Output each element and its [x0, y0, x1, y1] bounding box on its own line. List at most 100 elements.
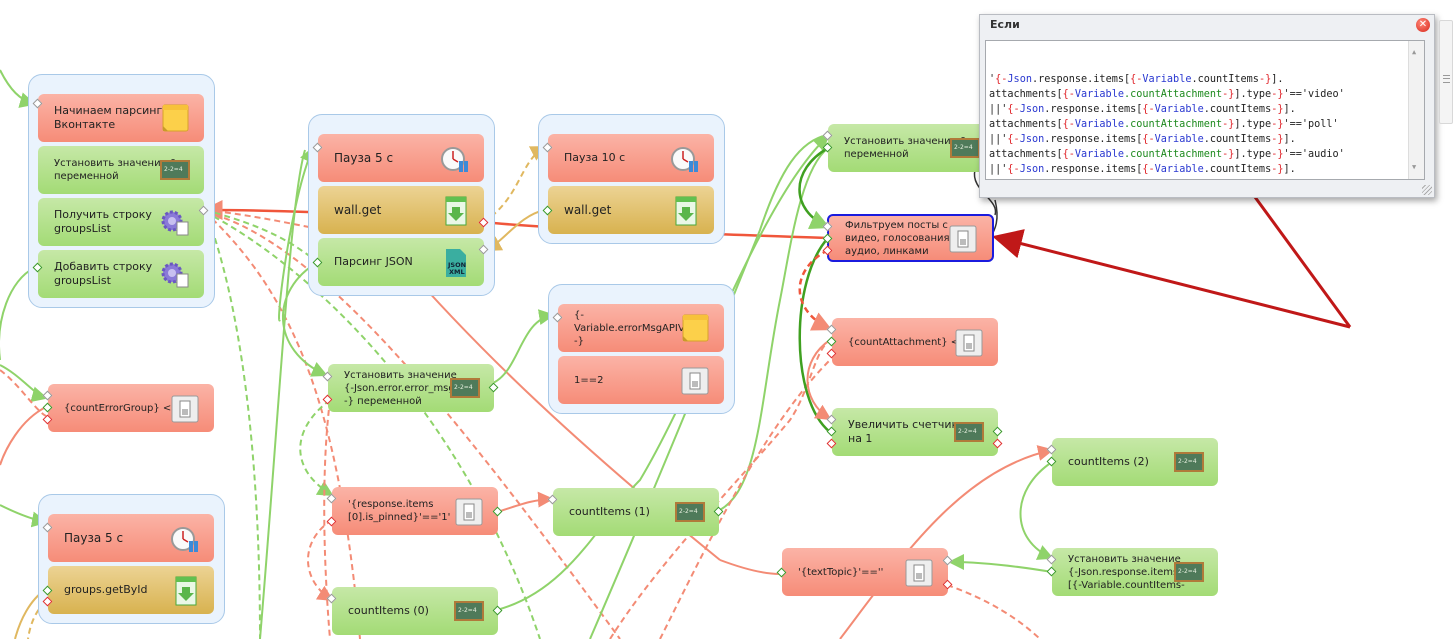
condition-editor[interactable]: '{-Json.response.items[{-Variable.countI… — [985, 40, 1425, 180]
code-token: '=='poll' — [1283, 119, 1339, 130]
code-token: {- — [1007, 104, 1020, 115]
node-text-topic[interactable]: '{textTopic}'=='' — [782, 548, 948, 596]
code-token: Variable — [1154, 134, 1204, 145]
resize-grip-icon[interactable] — [1422, 185, 1432, 195]
node-label: Пауза 5 с — [64, 531, 124, 545]
node-increment-counter[interactable]: Увеличить счетчик на 1 2-2=4 — [832, 408, 998, 456]
close-icon[interactable]: ✕ — [1416, 18, 1430, 32]
node-wall-get[interactable]: wall.get — [318, 186, 484, 234]
node-label: 1==2 — [574, 374, 604, 386]
panel-scrollbar[interactable] — [1439, 20, 1453, 124]
edge — [485, 209, 546, 251]
edge — [798, 248, 833, 331]
edge — [1019, 461, 1054, 560]
gear-document-icon — [160, 260, 190, 288]
code-token: -} — [1222, 179, 1234, 180]
edge — [492, 309, 555, 384]
node-set-zero[interactable]: Установить значение 0 переменной 2-2=4 — [38, 146, 204, 194]
edge — [290, 150, 310, 639]
node-set-zero-var[interactable]: Установить значение 0 переменной 2-2=4 — [828, 124, 994, 172]
code-token: Json — [1019, 104, 1045, 115]
node-count-attachment[interactable]: {countAttachment} <20 — [832, 318, 998, 366]
sticky-note-icon — [680, 314, 710, 342]
code-token: ||' — [989, 164, 1008, 175]
node-label: countItems (1) — [569, 505, 650, 518]
node-count-items-1[interactable]: countItems (1) 2-2=4 — [553, 488, 719, 536]
switch-icon — [954, 328, 984, 357]
code-token: .response.items[ — [1044, 164, 1143, 175]
switch-icon — [454, 497, 484, 526]
node-pause-5s[interactable]: Пауза 5 с — [318, 134, 484, 182]
code-token: -} — [1271, 149, 1284, 160]
scroll-up-icon[interactable]: ▲ — [1412, 48, 1417, 56]
code-token: Variable — [1074, 149, 1124, 160]
node-add-groupslist[interactable]: Добавить строку groupsList — [38, 250, 204, 298]
code-token: {- — [1062, 89, 1075, 100]
if-condition-dialog[interactable]: Если ✕ '{-Json.response.items[{-Variable… — [979, 14, 1435, 198]
editor-scrollbar[interactable]: ▲ ▼ — [1408, 41, 1424, 179]
edge — [496, 491, 554, 513]
code-token: '=='audio' — [1283, 149, 1345, 160]
node-label: wall.get — [334, 203, 382, 217]
code-token: ].type — [1234, 149, 1272, 160]
code-token: ]. — [1271, 74, 1284, 85]
node-set-json-items[interactable]: Установить значение {-Json.response.item… — [1052, 548, 1218, 596]
code-token: attachments[ — [989, 89, 1063, 100]
node-set-error-msg[interactable]: Установить значение {-Json.error.error_m… — [328, 364, 494, 412]
node-pause-5s-b[interactable]: Пауза 5 с — [48, 514, 214, 562]
code-token: Json — [1019, 164, 1045, 175]
node-label: groups.getById — [64, 583, 148, 596]
svg-text:2-2=4: 2-2=4 — [954, 144, 973, 151]
node-filter-posts[interactable]: Фильтруем посты с видео, голосованиями, … — [827, 214, 994, 262]
code-line: attachments[{-Variable.countAttachment-}… — [989, 177, 1424, 180]
node-label: countItems (2) — [1068, 455, 1149, 468]
scroll-down-icon[interactable]: ▼ — [1412, 163, 1417, 171]
edge — [798, 146, 831, 229]
code-token: {- — [1062, 119, 1075, 130]
node-label: '{textTopic}'=='' — [798, 566, 884, 578]
code-token: .countAttachment — [1123, 149, 1223, 160]
node-label: Парсинг JSON — [334, 255, 413, 268]
node-get-groupslist[interactable]: Получить строку groupsList — [38, 198, 204, 246]
node-label: Пауза 10 с — [564, 151, 626, 164]
code-token: '=='video' — [1283, 89, 1345, 100]
svg-text:XML: XML — [449, 268, 465, 276]
node-groups-getbyid[interactable]: groups.getById — [48, 566, 214, 614]
node-error-msg-note[interactable]: {- Variable.errorMsgAPIVK -} — [558, 304, 724, 352]
node-condition-1-eq-2[interactable]: 1==2 — [558, 356, 724, 404]
node-count-error-group[interactable]: {countErrorGroup} <6 — [48, 384, 214, 432]
code-token: Variable — [1074, 89, 1124, 100]
node-pause-10s[interactable]: Пауза 10 с — [548, 134, 714, 182]
chalkboard-icon: 2-2=4 — [954, 418, 984, 446]
code-token: .countItems — [1203, 104, 1272, 115]
stopwatch-pause-icon — [440, 144, 470, 172]
code-token: {- — [1007, 134, 1020, 145]
node-count-items-0[interactable]: countItems (0) 2-2=4 — [332, 587, 498, 635]
node-is-pinned[interactable]: '{response.items [0].is_pinned}'=='1' — [332, 487, 498, 535]
code-token: -} — [1222, 89, 1235, 100]
code-token: Variable — [1075, 179, 1124, 180]
node-start-parsing[interactable]: Начинаем парсинг Вконтакте — [38, 94, 204, 142]
stopwatch-pause-icon — [170, 524, 200, 552]
code-line: attachments[{-Variable.countAttachment-}… — [989, 147, 1424, 162]
chalkboard-icon: 2-2=4 — [1174, 448, 1204, 476]
node-wall-get-retry[interactable]: wall.get — [548, 186, 714, 234]
code-token: {- — [1142, 164, 1155, 175]
code-token: -} — [1271, 179, 1283, 180]
code-token: ].type — [1234, 119, 1272, 130]
code-token: {- — [1142, 104, 1155, 115]
node-label: Установить значение {-Json.response.item… — [1068, 553, 1185, 591]
node-label: countItems (0) — [348, 604, 429, 617]
svg-text:2-2=4: 2-2=4 — [958, 428, 977, 435]
node-label: {countErrorGroup} <6 — [64, 402, 178, 414]
code-token: ]. — [1283, 164, 1296, 175]
code-token: -} — [1222, 119, 1235, 130]
node-count-items-2[interactable]: countItems (2) 2-2=4 — [1052, 438, 1218, 486]
code-token: ||' — [989, 104, 1008, 115]
code-line: ||'{-Json.response.items[{-Variable.coun… — [989, 102, 1424, 117]
svg-text:2-2=4: 2-2=4 — [454, 384, 473, 391]
node-label: Фильтруем посты с видео, голосованиями, … — [845, 219, 967, 257]
